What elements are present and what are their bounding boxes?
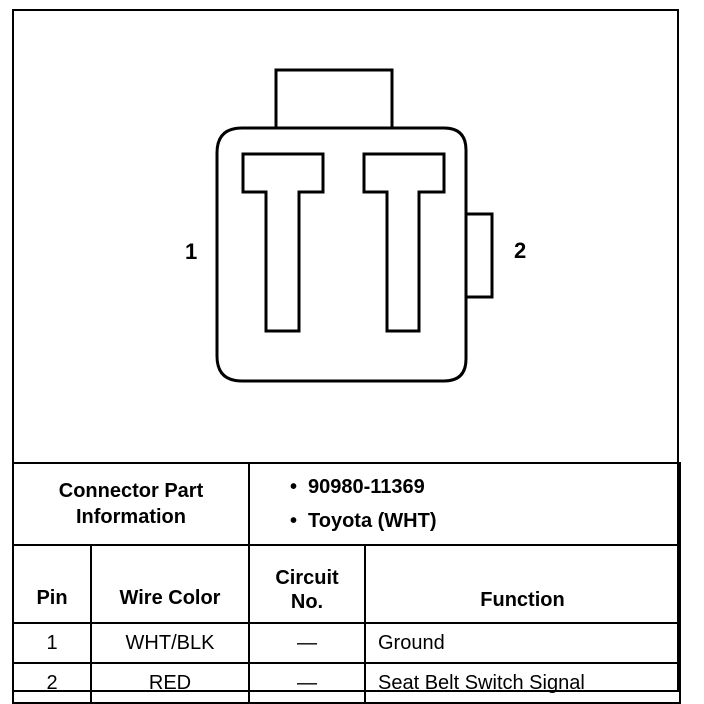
header-function: Function	[364, 544, 681, 624]
terminal-2	[362, 152, 446, 333]
part-number-item: •90980-11369	[290, 470, 679, 504]
wire-color-cell: RED	[90, 662, 250, 704]
bullet-icon: •	[290, 476, 298, 498]
circuit-cell: —	[248, 662, 366, 704]
connector-part-label: Connector Part Information	[12, 462, 250, 546]
connector-part-values: •90980-11369 •Toyota (WHT)	[248, 462, 681, 546]
connector-info-table: Connector Part Information •90980-11369 …	[12, 462, 681, 704]
pin-cell: 2	[12, 662, 92, 704]
pin-table-header: Pin Wire Color Circuit No. Function	[12, 544, 681, 624]
bullet-icon: •	[290, 510, 298, 532]
pin-cell: 1	[12, 622, 92, 664]
table-row: 1 WHT/BLK — Ground	[12, 622, 681, 664]
connector-diagram: 1 2	[14, 11, 677, 462]
circuit-cell: —	[248, 622, 366, 664]
connector-key	[466, 212, 494, 299]
connector-latch	[274, 68, 394, 134]
header-pin: Pin	[12, 544, 92, 624]
header-circuit-no: Circuit No.	[248, 544, 366, 624]
table-row: 2 RED — Seat Belt Switch Signal	[12, 662, 681, 704]
wire-color-cell: WHT/BLK	[90, 622, 250, 664]
manufacturer-item: •Toyota (WHT)	[290, 504, 679, 538]
pin-label-2: 2	[514, 238, 527, 263]
connector-part-row: Connector Part Information •90980-11369 …	[12, 462, 681, 546]
connector-body	[215, 126, 468, 383]
function-cell: Ground	[364, 622, 681, 664]
terminal-1	[241, 152, 325, 333]
header-wire-color: Wire Color	[90, 544, 250, 624]
connector-drawing	[215, 68, 494, 383]
pin-label-1: 1	[185, 239, 198, 264]
function-cell: Seat Belt Switch Signal	[364, 662, 681, 704]
